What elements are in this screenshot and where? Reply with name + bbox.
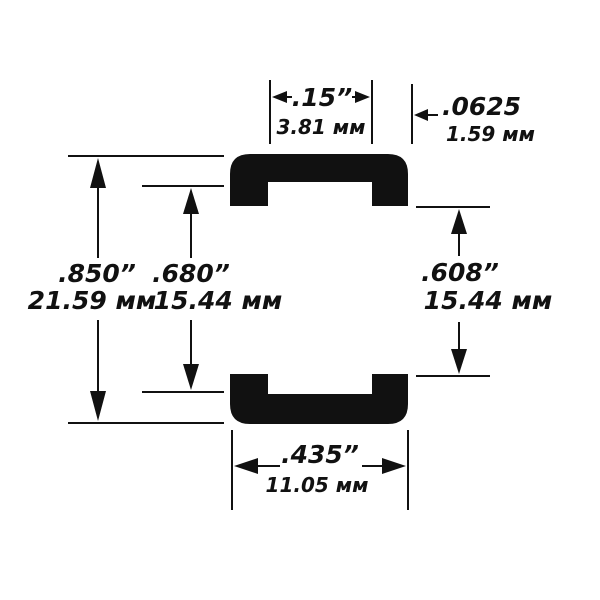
arrow-left (272, 91, 287, 103)
arrow-up (90, 158, 106, 188)
arrow-up (451, 209, 467, 234)
inner-height-inch: .680” (152, 259, 230, 288)
arrow-right (382, 458, 406, 474)
overall-height-inch: .850” (58, 259, 136, 288)
lip-mm: 3.81 мм (276, 115, 365, 139)
bottom-flange (230, 374, 408, 424)
wall-thickness-dimension: .0625 1.59 мм (411, 84, 535, 146)
inner-height-dimension: .680” 15.44 мм (142, 185, 283, 393)
arrow-down (451, 349, 467, 374)
top-flange (230, 154, 408, 206)
arrow-up (183, 188, 199, 214)
wall-mm: 1.59 мм (446, 122, 535, 146)
wall-inch: .0625 (442, 92, 521, 121)
arrow-left (234, 458, 258, 474)
overall-height-mm: 21.59 мм (28, 286, 157, 315)
arrow-down (183, 364, 199, 390)
arrow-down (90, 391, 106, 421)
opening-height-dimension: .608” 15.44 мм (416, 206, 553, 377)
inner-height-mm: 15.44 мм (154, 286, 283, 315)
width-dimension: .435” 11.05 мм (231, 430, 409, 510)
opening-height-inch: .608” (421, 258, 499, 287)
lip-inch: .15” (292, 83, 352, 112)
arrow-left (414, 109, 428, 121)
lip-dimension: .15” 3.81 мм (269, 80, 373, 144)
opening-height-mm: 15.44 мм (424, 286, 553, 315)
arrow-right (355, 91, 370, 103)
width-inch: .435” (281, 440, 359, 469)
channel-profile (230, 154, 408, 424)
overall-height-dimension: .850” 21.59 мм (28, 155, 224, 424)
width-mm: 11.05 мм (266, 473, 369, 497)
